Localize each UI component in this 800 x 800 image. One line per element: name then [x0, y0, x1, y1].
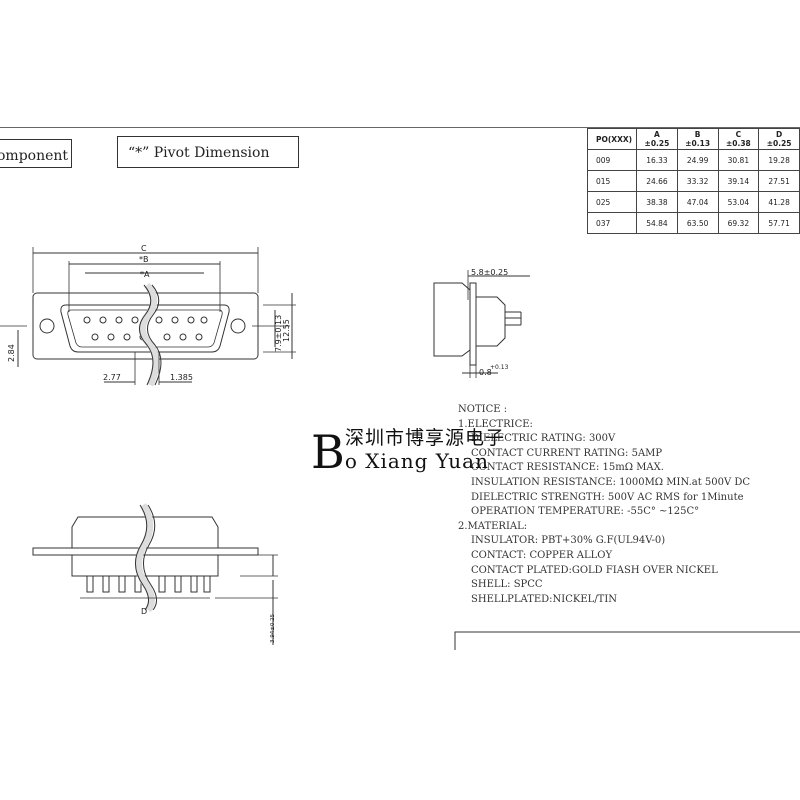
dim-label-08-tol: +0.13: [490, 364, 509, 371]
break-line: [147, 284, 162, 386]
pin: [200, 316, 208, 324]
pin: [195, 333, 203, 341]
component-label: omponent: [0, 148, 69, 164]
title-block-border: [454, 631, 800, 650]
d-shell-inner: [67, 309, 223, 348]
table-row: 037 54.84 63.50 69.32 57.71: [586, 212, 800, 234]
dim-label-08: 0.8: [479, 368, 492, 377]
note-line: SHELL: SPCC: [471, 579, 543, 591]
bottom-pins: [86, 576, 211, 593]
notice-title: NOTICE :: [458, 404, 508, 415]
dim-label-a: *A: [140, 270, 150, 279]
watermark-english: Bo Xiang Yuan: [311, 425, 489, 479]
table-row: 015 24.66 33.32 39.14 27.51: [586, 170, 800, 192]
dim-label-1385: 1.385: [170, 373, 193, 382]
note-line: OPERATION TEMPERATURE: -55C° ~125C°: [471, 506, 700, 518]
note-line: CONTACT: COPPER ALLOY: [471, 549, 613, 561]
note-line: CONTACT CURRENT RATING: 5AMP: [471, 447, 663, 459]
dim-label-58: 5.8±0.25: [471, 268, 508, 277]
table-cell: 41.28: [758, 191, 800, 213]
top-border-line: [0, 127, 800, 128]
material-heading: 2.MATERIAL:: [458, 520, 528, 532]
dimension-table: PO(XXX) A ±0.25 B ±0.13 C ±0.38 D ±0.25 …: [586, 128, 800, 234]
dimension-table-header: PO(XXX) A ±0.25 B ±0.13 C ±0.38 D ±0.25: [586, 128, 800, 150]
watermark-initial: B: [311, 425, 345, 479]
note-line: SHELLPLATED:NICKEL/TIN: [471, 593, 618, 605]
notice-section: NOTICE : 1.ELECTRICE: DIELECTRIC RATING:…: [458, 403, 750, 607]
note-line: INSULATOR: PBT+30% G.F(UL94V-0): [471, 535, 666, 547]
note-line: INSULATION RESISTANCE: 1000MΩ MIN.at 500…: [471, 476, 751, 488]
component-label-box: omponent: [0, 139, 72, 168]
note-line: DIELECTRIC RATING: 300V: [471, 433, 616, 445]
pin-row-upper: [83, 316, 208, 324]
dim-label-79: 7.9±0.13: [274, 315, 283, 352]
pin: [174, 576, 182, 593]
pin: [163, 333, 171, 341]
pivot-dimension-box: “*” Pivot Dimension: [117, 136, 299, 168]
pin: [179, 333, 187, 341]
pin: [118, 576, 126, 593]
pin: [158, 576, 166, 593]
side-shell: [433, 282, 471, 357]
pivot-dimension-label: “*” Pivot Dimension: [128, 145, 270, 161]
mounting-hole-left: [39, 318, 55, 334]
pin: [86, 576, 94, 593]
pin: [134, 576, 142, 593]
dim-label-1255: 12.55: [282, 319, 291, 342]
pin: [187, 316, 195, 324]
pin: [83, 316, 91, 324]
note-line: CONTACT RESISTANCE: 15mΩ MAX.: [471, 462, 664, 474]
dim-label-c: C: [141, 244, 147, 253]
table-cell: 27.51: [758, 170, 800, 192]
watermark-chinese: 深圳市博享源电子: [345, 427, 506, 449]
electric-heading: 1.ELECTRICE:: [458, 418, 533, 430]
side-insert: [476, 296, 506, 347]
pin: [107, 333, 115, 341]
pin: [190, 576, 198, 593]
break-line: [143, 504, 157, 611]
dim-label-b: *B: [139, 255, 149, 264]
break-line: [139, 284, 154, 386]
pin: [203, 576, 211, 593]
front-view: C *B *A 2.77 1.385 2.84 7.9±0.13 12.55: [0, 244, 296, 387]
dim-label-small: 3.94±0.25: [270, 613, 276, 643]
pin: [115, 316, 123, 324]
side-view: 5.8±0.25 0.8 +0.13: [433, 268, 530, 378]
note-line: DIELECTRIC STRENGTH: 500V AC RMS for 1Mi…: [471, 491, 744, 503]
break-line-mask: [135, 503, 155, 613]
pin: [91, 333, 99, 341]
table-row: 025 38.38 47.04 53.04 41.28: [586, 191, 800, 213]
d-shell-outline: [60, 304, 230, 353]
break-line-mask: [139, 282, 160, 387]
pin: [99, 316, 107, 324]
note-line: CONTACT PLATED:GOLD FIASH OVER NICKEL: [471, 564, 718, 576]
pin: [155, 316, 163, 324]
dim-label-d: D: [141, 607, 147, 616]
mounting-hole-right: [230, 318, 246, 334]
pin: [131, 316, 139, 324]
pin: [102, 576, 110, 593]
watermark-rest: o Xiang Yuan: [344, 449, 489, 473]
pin: [171, 316, 179, 324]
side-flange: [469, 282, 477, 366]
table-cell: 037: [586, 212, 638, 234]
bottom-view: D 3.94±0.25: [32, 503, 278, 645]
dim-label-277: 2.77: [103, 373, 121, 382]
pin: [123, 333, 131, 341]
break-line: [135, 504, 149, 611]
dim-label-284: 2.84: [7, 344, 16, 362]
table-cell: 19.28: [758, 149, 800, 171]
table-cell: 57.71: [758, 212, 800, 234]
